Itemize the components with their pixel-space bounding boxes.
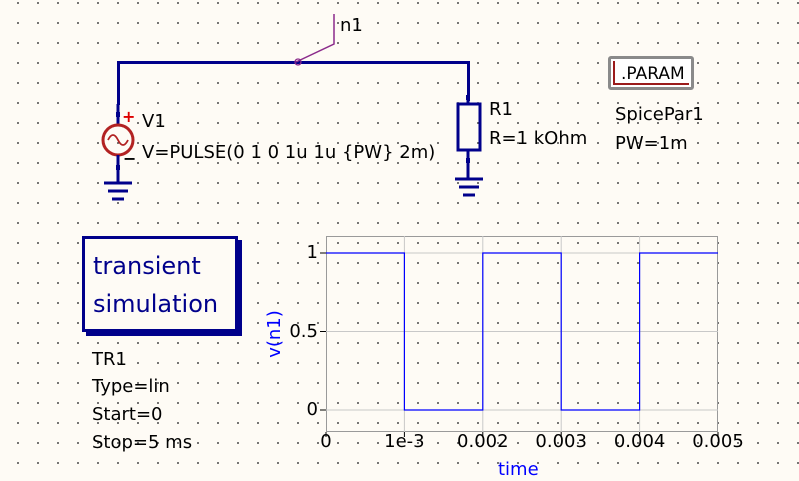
- sim-type[interactable]: Type=lin: [92, 376, 170, 397]
- net-label-anchor: [294, 58, 302, 66]
- wire-right: [467, 61, 470, 101]
- x-tick-label: 1e-3: [384, 431, 425, 452]
- x-tick-label: 0: [320, 431, 332, 452]
- x-tick-label: 0.003: [535, 431, 587, 452]
- resistor-value[interactable]: R=1 kOhm: [489, 128, 588, 149]
- source-name[interactable]: V1: [142, 111, 166, 132]
- source-minus-sign: −: [123, 149, 137, 168]
- x-axis-label: time: [498, 459, 539, 480]
- resistor-name[interactable]: R1: [489, 99, 513, 120]
- param-block[interactable]: .PARAM: [608, 56, 694, 90]
- net-label[interactable]: n1: [340, 15, 363, 36]
- sim-box-line2: simulation: [93, 290, 219, 318]
- source-value[interactable]: V=PULSE(0 1 0 1u 1u {PW} 2m): [142, 142, 436, 163]
- sim-stop[interactable]: Stop=5 ms: [92, 432, 193, 453]
- x-tick-label: 0.005: [692, 431, 744, 452]
- ground-icon-v1: [104, 181, 132, 201]
- net-label-leader: [295, 14, 335, 63]
- wire-left: [117, 61, 120, 105]
- source-plus-sign: +: [122, 107, 136, 126]
- wire-top: [118, 61, 470, 64]
- ground-icon-r1: [455, 177, 483, 197]
- sim-start[interactable]: Start=0: [92, 404, 163, 425]
- y-tick-label: 1: [306, 242, 318, 263]
- series-line-v-n1: [326, 252, 718, 411]
- sim-name[interactable]: TR1: [92, 349, 127, 370]
- resistor-icon: [456, 95, 482, 178]
- y-axis-label: v(n1): [264, 310, 285, 358]
- plot-area[interactable]: [326, 236, 718, 432]
- param-name[interactable]: SpicePar1: [615, 104, 704, 125]
- x-tick-label: 0.004: [613, 431, 666, 452]
- voltage-source-icon: [101, 104, 135, 182]
- param-value[interactable]: PW=1m: [615, 133, 688, 154]
- transient-simulation-block[interactable]: transient simulation: [82, 236, 238, 332]
- sim-box-line1: transient: [93, 252, 201, 280]
- y-tick-label: 0: [306, 399, 318, 420]
- y-tick-label: 0.5: [289, 320, 318, 342]
- x-tick-label: 0.002: [457, 431, 509, 452]
- param-title: .PARAM: [613, 61, 689, 85]
